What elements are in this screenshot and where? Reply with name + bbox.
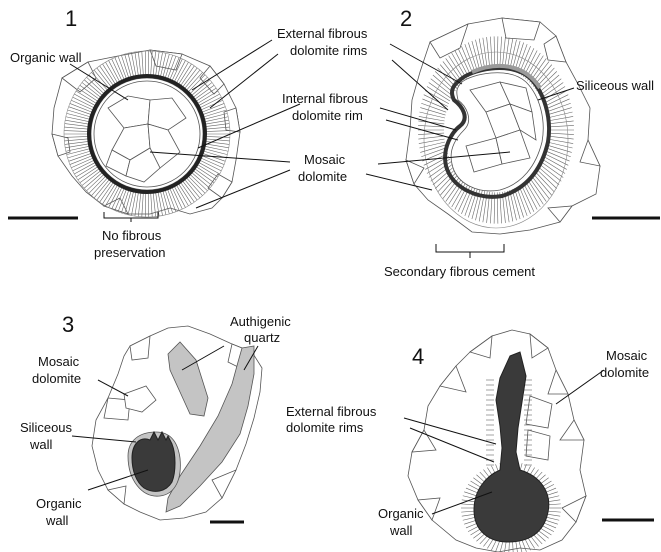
label-siliceous-wall-2: Siliceous wall [576,78,654,93]
label-mosaic-1a: Mosaic [304,152,346,167]
label-mosaic-3b: dolomite [32,371,81,386]
label-organic-3b: wall [45,513,69,528]
panel-4: 4 Mosaic dolomite External fibrous dolom… [286,330,654,552]
label-external-rims-4b: dolomite rims [286,420,364,435]
label-organic-wall-1: Organic wall [10,50,82,65]
label-external-rims-1b: dolomite rims [290,43,368,58]
label-siliceous-3b: wall [29,437,53,452]
panel-3: 3 Authigenic quartz Mosaic dolomite Sili… [20,312,291,528]
label-mosaic-4b: dolomite [600,365,649,380]
label-organic-4b: wall [389,523,413,538]
label-no-fibrous-1b: preservation [94,245,166,260]
label-external-rims-1a: External fibrous [277,26,368,41]
label-organic-3a: Organic [36,496,82,511]
organic-wall-3 [132,432,175,491]
label-siliceous-3a: Siliceous [20,420,73,435]
label-internal-rim-1a: Internal fibrous [282,91,368,106]
label-authigenic-3b: quartz [244,330,280,345]
label-no-fibrous-1a: No fibrous [102,228,162,243]
label-mosaic-1b: dolomite [298,169,347,184]
label-authigenic-3a: Authigenic [230,314,291,329]
label-mosaic-3a: Mosaic [38,354,80,369]
panel-number-3: 3 [62,312,74,337]
label-internal-rim-1b: dolomite rim [292,108,363,123]
panel-number-1: 1 [65,6,77,31]
label-secondary-cement-2: Secondary fibrous cement [384,264,535,279]
panel-number-4: 4 [412,344,424,369]
label-external-rims-4a: External fibrous [286,404,377,419]
label-organic-4a: Organic [378,506,424,521]
label-mosaic-4a: Mosaic [606,348,648,363]
panel-2: 2 Siliceous wall Secondary f [366,6,660,279]
panel-1: 1 Organic wa [8,6,368,260]
panel-number-2: 2 [400,6,412,31]
